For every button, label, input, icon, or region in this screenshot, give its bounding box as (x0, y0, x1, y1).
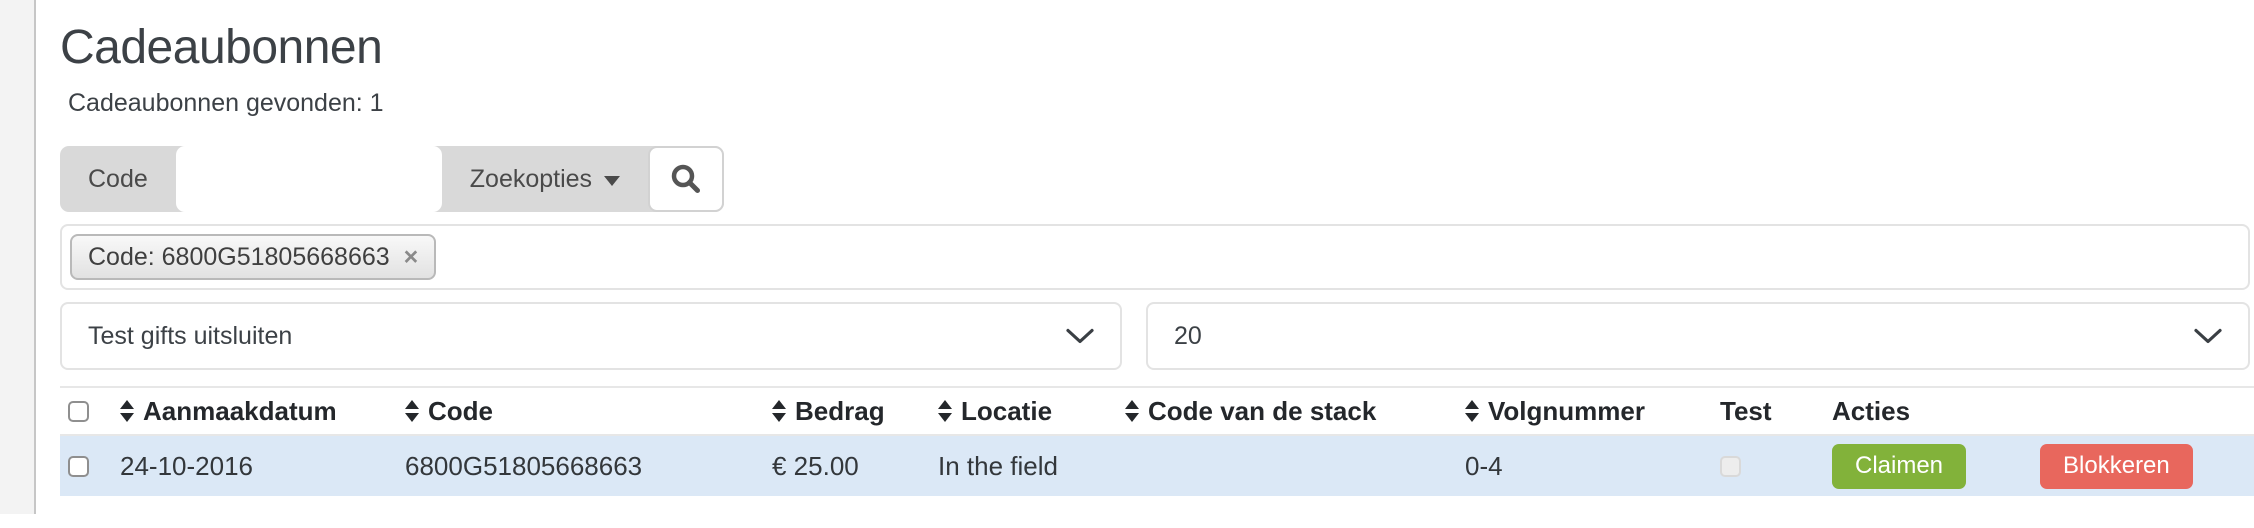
column-label: Aanmaakdatum (143, 395, 337, 426)
claim-button[interactable]: Claimen (1832, 443, 1967, 489)
cell-test (1720, 455, 1832, 477)
cell-code: 6800G51805668663 (405, 450, 643, 481)
column-header-acties: Acties (1832, 396, 2254, 427)
sort-icon (1465, 400, 1479, 422)
column-header-aanmaakdatum[interactable]: Aanmaakdatum (120, 396, 405, 427)
column-header-code-van-de-stack[interactable]: Code van de stack (1125, 396, 1465, 427)
column-header-test: Test (1720, 396, 1832, 427)
chevron-down-icon (2194, 328, 2222, 343)
search-button[interactable] (648, 146, 725, 212)
sort-icon (1125, 400, 1139, 422)
column-header-locatie[interactable]: Locatie (938, 396, 1125, 427)
chevron-down-icon (1066, 328, 1094, 343)
main-content: Cadeaubonnen Cadeaubonnen gevonden: 1 Co… (60, 0, 2254, 496)
search-bar: Code Zoekopties (60, 146, 725, 212)
magnifier-icon (671, 164, 701, 193)
search-input[interactable] (175, 146, 442, 212)
filter-chip[interactable]: Code: 6800G51805668663 × (70, 234, 437, 280)
vouchers-table: Aanmaakdatum Code Bedrag Locatie Code va… (60, 386, 2254, 496)
sort-icon (405, 400, 419, 422)
page-size-select[interactable]: 20 (1146, 302, 2250, 370)
column-label: Test (1720, 395, 1772, 426)
column-label: Locatie (961, 395, 1053, 426)
column-label: Code (428, 395, 493, 426)
search-field-label: Code (88, 164, 148, 193)
filter-chip-label: Code: 6800G51805668663 (88, 242, 390, 271)
sort-icon (120, 400, 134, 422)
column-label: Acties (1832, 395, 1911, 426)
column-header-bedrag[interactable]: Bedrag (772, 396, 938, 427)
cell-locatie: In the field (938, 450, 1058, 481)
active-filters-container: Code: 6800G51805668663 × (60, 224, 2250, 290)
search-options-label: Zoekopties (469, 164, 593, 193)
cell-volgnummer: 0-4 (1465, 450, 1503, 481)
sort-icon (772, 400, 786, 422)
column-label: Bedrag (795, 395, 885, 426)
select-all-checkbox[interactable] (68, 400, 89, 422)
page-size-value: 20 (1174, 321, 1202, 350)
test-checkbox (1720, 455, 1741, 477)
cell-bedrag: € 25.00 (772, 450, 859, 481)
cell-acties: Claimen Blokkeren (1832, 443, 2254, 489)
page-title: Cadeaubonnen (60, 21, 383, 74)
search-options-dropdown[interactable]: Zoekopties (442, 146, 648, 212)
sort-icon (938, 400, 952, 422)
results-count: Cadeaubonnen gevonden: 1 (68, 89, 384, 117)
remove-filter-icon[interactable]: × (403, 242, 419, 271)
filter-controls-row: Test gifts uitsluiten 20 (60, 302, 2250, 370)
column-label: Volgnummer (1488, 395, 1645, 426)
table-header-row: Aanmaakdatum Code Bedrag Locatie Code va… (60, 386, 2254, 436)
cell-aanmaakdatum: 24-10-2016 (120, 450, 253, 481)
test-gifts-filter-select[interactable]: Test gifts uitsluiten (60, 302, 1122, 370)
block-button[interactable]: Blokkeren (2040, 443, 2193, 489)
caret-down-icon (604, 176, 621, 186)
column-header-volgnummer[interactable]: Volgnummer (1465, 396, 1720, 427)
row-checkbox[interactable] (68, 455, 89, 477)
page-left-rail (0, 0, 36, 514)
test-gifts-filter-value: Test gifts uitsluiten (88, 321, 293, 350)
table-row: 24-10-2016 6800G51805668663 € 25.00 In t… (60, 436, 2254, 496)
column-label: Code van de stack (1148, 395, 1377, 426)
column-header-code[interactable]: Code (405, 396, 772, 427)
